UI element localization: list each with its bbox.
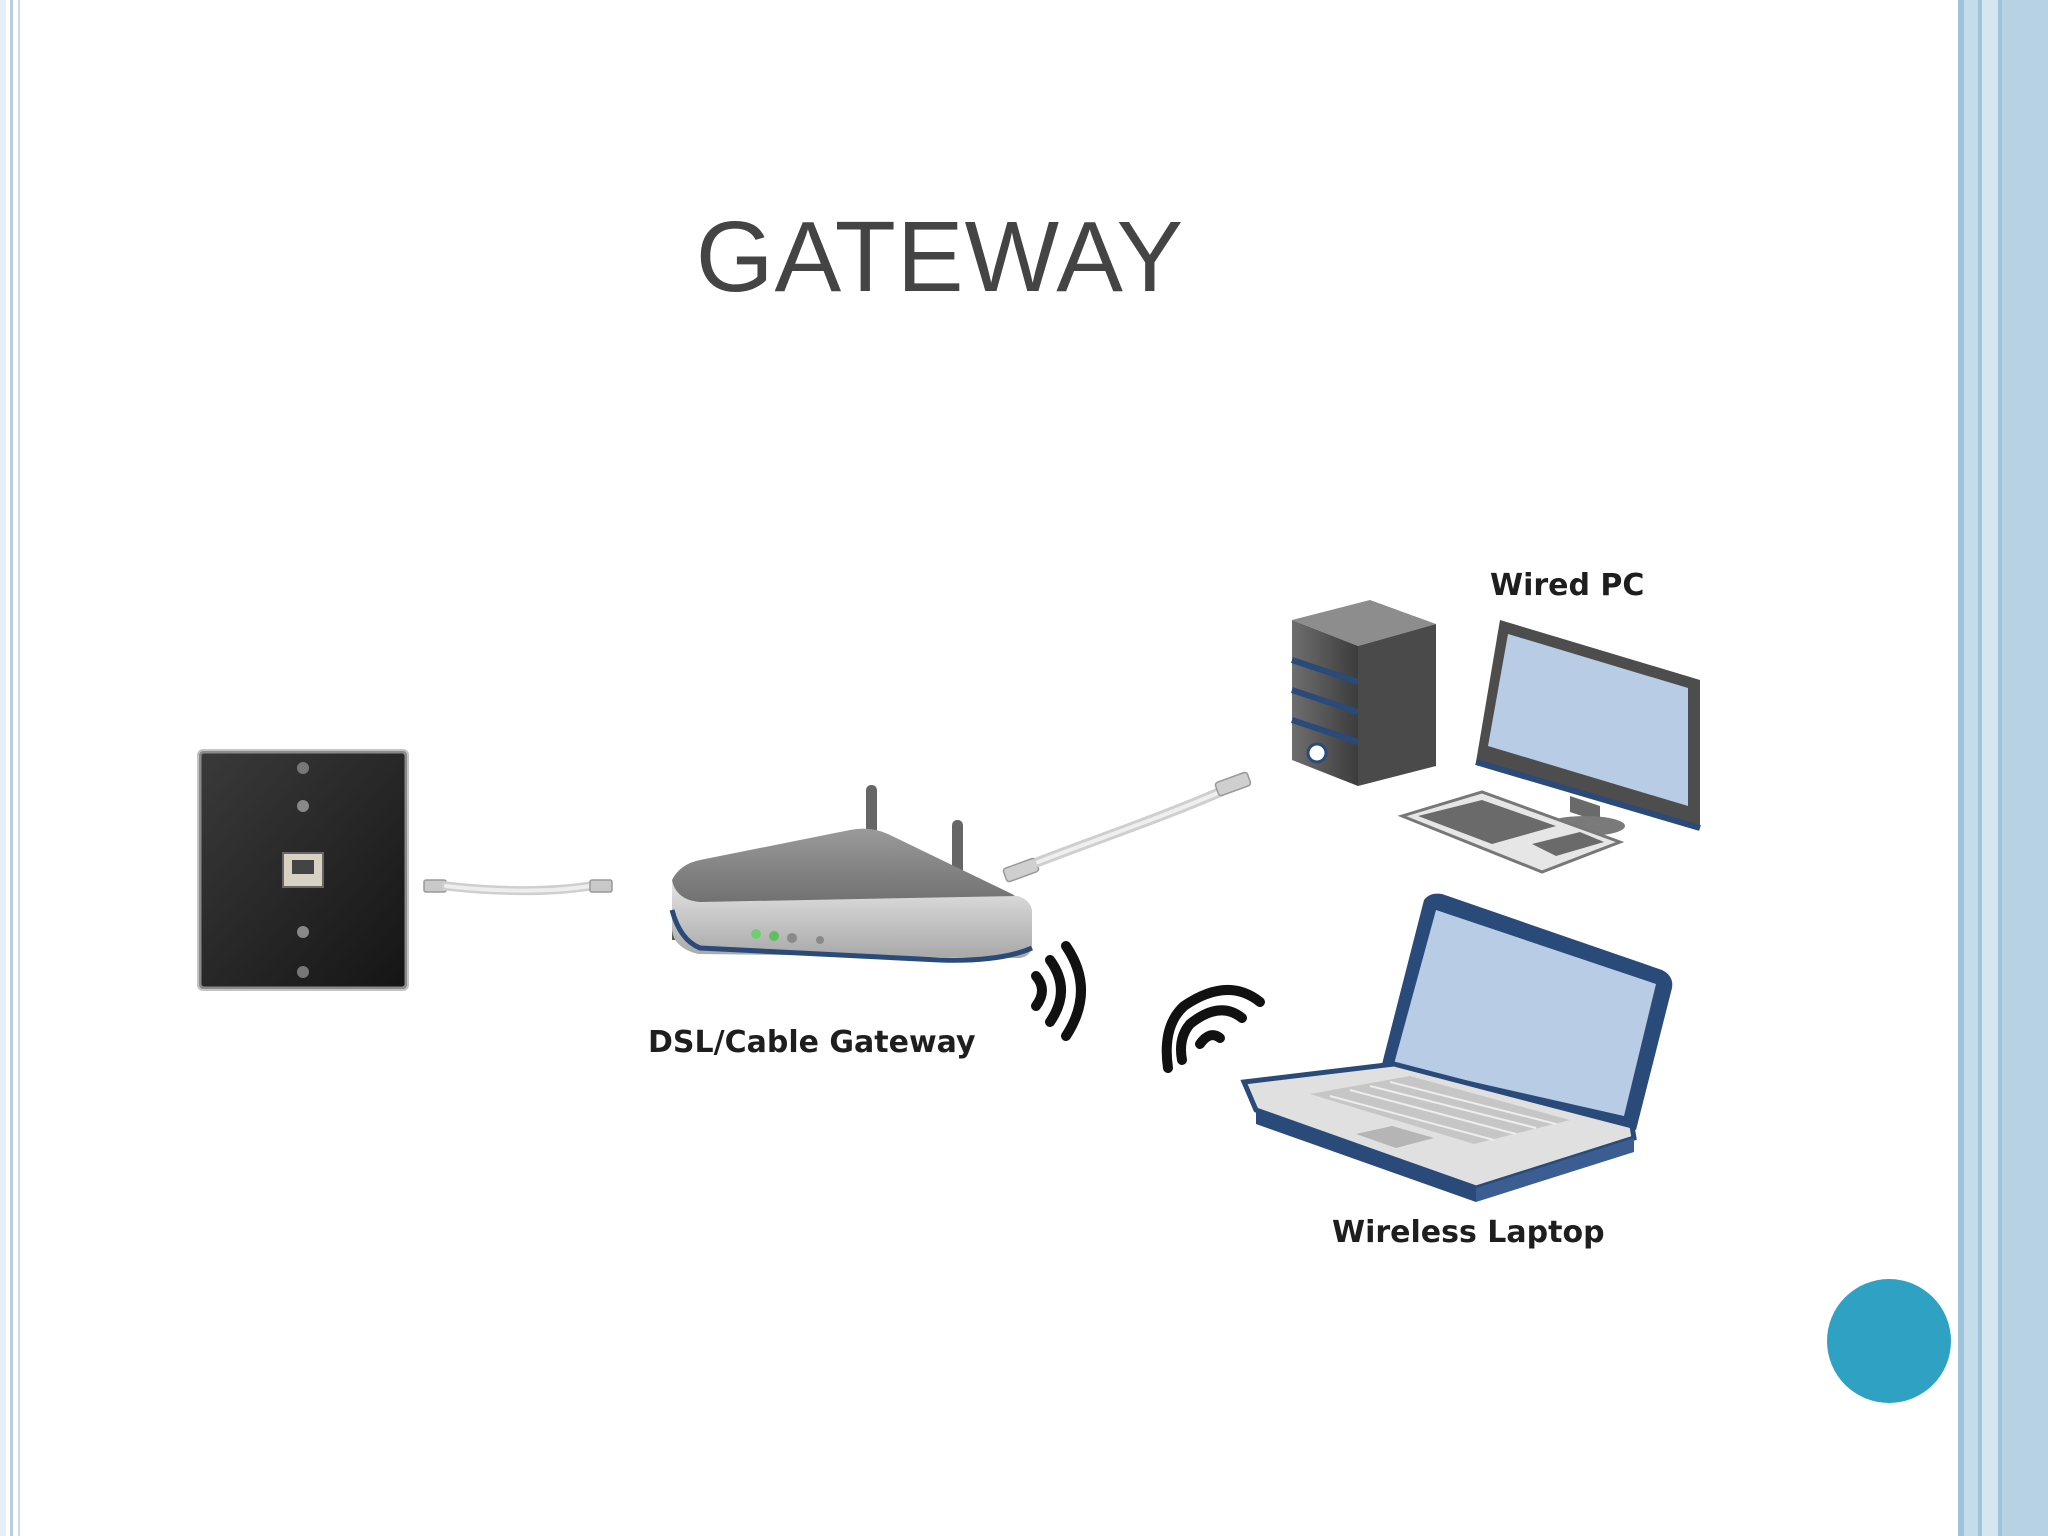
wifi-signal-icon-laptop bbox=[1161, 985, 1265, 1073]
router-icon bbox=[669, 785, 1034, 963]
phone-cable-icon bbox=[423, 879, 613, 896]
left-border-fill bbox=[0, 0, 6, 1536]
laptop-icon bbox=[1240, 893, 1673, 1202]
left-border-line-inner bbox=[18, 0, 20, 1536]
network-diagram: Wired PC DSL/Cable Gateway bbox=[197, 568, 1701, 1250]
wifi-signal-icon bbox=[1031, 941, 1086, 1041]
left-border-line bbox=[10, 0, 13, 1536]
wall-jack-icon bbox=[197, 749, 409, 991]
desktop-pc-icon bbox=[1291, 600, 1701, 874]
ethernet-cable-icon bbox=[1002, 771, 1252, 883]
gateway-label: DSL/Cable Gateway bbox=[648, 1025, 976, 1060]
laptop-label: Wireless Laptop bbox=[1332, 1215, 1605, 1250]
right-decorative-band bbox=[1958, 0, 2048, 1536]
wired-pc-label: Wired PC bbox=[1490, 568, 1644, 603]
accent-circle bbox=[1827, 1279, 1951, 1403]
slide-title: GATEWAY bbox=[695, 201, 1185, 313]
